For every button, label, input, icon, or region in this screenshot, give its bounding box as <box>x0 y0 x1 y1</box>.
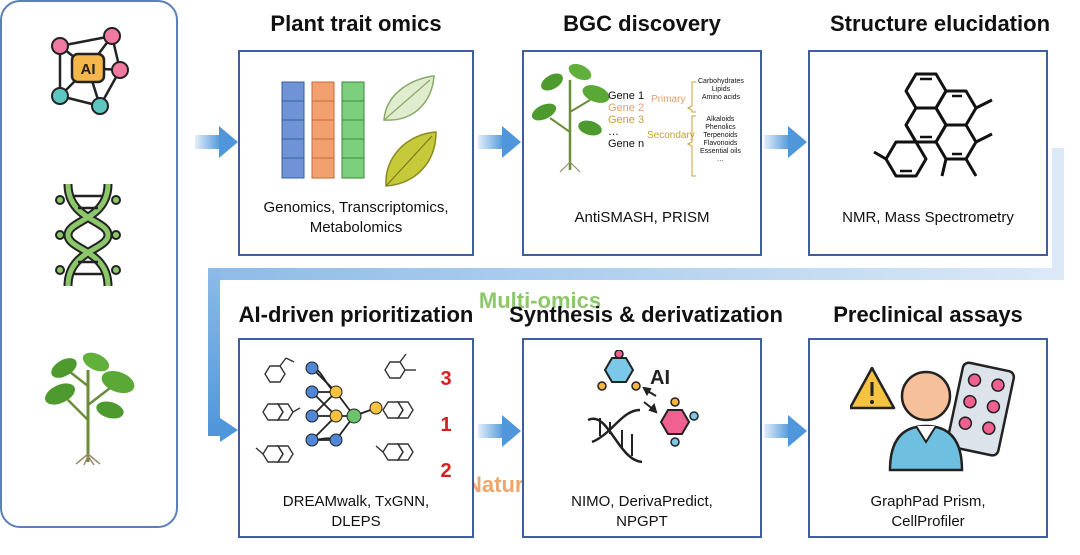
secondary-item: … <box>716 156 724 163</box>
stage-title-bgc: BGC discovery <box>563 11 721 36</box>
arrow-left-to-omics <box>195 126 238 158</box>
synthesis-caption-line-2: NPGPT <box>616 513 668 530</box>
primary-item: Amino acids <box>701 94 741 101</box>
secondary-item: Essential oils <box>700 148 741 155</box>
stage-title-structure: Structure elucidation <box>829 11 1051 36</box>
omics-caption-line-2: Metabolomics <box>309 219 403 236</box>
assays-caption: GraphPad Prism, CellProfiler <box>810 492 1046 532</box>
gene-item: Gene n <box>608 138 645 150</box>
arrow-bgc-to-structure <box>764 126 807 158</box>
rank-number: 1 <box>440 414 452 436</box>
stage-box-assays: GraphPad Prism, CellProfiler <box>808 338 1048 538</box>
synthesis-caption-line-1: NIMO, DerivaPredict, <box>571 493 713 510</box>
secondary-items: Alkaloids Phenolics Terpenoids Flavonoid… <box>700 116 741 164</box>
assays-caption-line-1: GraphPad Prism, <box>870 493 986 510</box>
stage-title-synthesis: Synthesis & derivatization <box>509 302 783 327</box>
stage-title-prioritization: AI-driven prioritization <box>238 302 474 327</box>
rank-number: 3 <box>440 368 452 390</box>
structure-caption-line-1: NMR, Mass Spectrometry <box>842 209 1014 226</box>
gene-item: Gene 3 <box>608 114 645 126</box>
dna-icon <box>55 183 121 287</box>
bgc-plant-icon <box>531 63 610 173</box>
primary-label: Primary <box>651 94 686 105</box>
prioritization-graph <box>255 353 416 463</box>
rank-numbers: 3 1 2 <box>436 356 456 494</box>
structure-caption: NMR, Mass Spectrometry <box>810 208 1046 228</box>
primary-items: Carbohydrates Lipids Amino acids <box>698 78 744 102</box>
gene-list: Gene 1 Gene 2 Gene 3 … Gene n <box>608 90 644 150</box>
prioritization-caption-line-2: DLEPS <box>331 513 381 530</box>
assays-caption-line-2: CellProfiler <box>891 513 965 530</box>
multiomics-label: Multi-omics <box>478 288 602 313</box>
gene-item: … <box>608 126 619 138</box>
arrow-omics-to-bgc <box>478 126 521 158</box>
left-panel: AI AI Multi-omics Na <box>0 0 614 528</box>
gene-item: Gene 1 <box>608 90 645 102</box>
natural-plant-icon <box>45 352 135 466</box>
stage-title-omics: Plant trait omics <box>270 11 442 36</box>
arrow-synthesis-to-assays <box>764 415 807 447</box>
stage-box-structure: NMR, Mass Spectrometry <box>808 50 1048 256</box>
bgc-caption: AntiSMASH, PRISM <box>524 208 760 228</box>
prioritization-caption: DREAMwalk, TxGNN, DLEPS <box>240 492 472 532</box>
omics-caption: Genomics, Transcriptomics, Metabolomics <box>240 198 472 238</box>
secondary-label: Secondary <box>647 130 695 141</box>
stage-title-assays: Preclinical assays <box>833 302 1023 327</box>
secondary-item: Phenolics <box>705 124 736 131</box>
secondary-item: Alkaloids <box>706 116 735 123</box>
ai-network-icon: AI <box>51 27 129 115</box>
synthesis-caption: NIMO, DerivaPredict, NPGPT <box>524 492 760 532</box>
molecule-structure-icon <box>873 72 993 178</box>
stage-box-prioritization: 3 1 2 DREAMwalk, TxGNN, DLEPS <box>238 338 474 538</box>
bgc-caption-line-1: AntiSMASH, PRISM <box>574 209 710 226</box>
secondary-item: Flavonoids <box>703 140 738 147</box>
synthesis-ai-text: AI <box>650 367 670 389</box>
stage-box-omics: Genomics, Transcriptomics, Metabolomics <box>238 50 474 256</box>
omics-matrix-icon <box>281 75 437 187</box>
category-braces <box>686 81 696 177</box>
prioritization-caption-line-1: DREAMwalk, TxGNN, <box>282 493 430 510</box>
ai-chip-text: AI <box>81 61 96 78</box>
preclinical-icon <box>850 361 1016 472</box>
primary-item: Lipids <box>711 86 731 93</box>
arrow-structure-to-prioritization <box>208 148 1064 442</box>
arrow-prioritization-to-synthesis <box>478 415 521 447</box>
omics-caption-line-1: Genomics, Transcriptomics, <box>263 199 449 216</box>
rank-number: 2 <box>440 460 452 482</box>
synthesis-icon: AI <box>587 350 699 464</box>
stage-box-bgc: Gene 1 Gene 2 Gene 3 … Gene n Primary Se… <box>522 50 762 256</box>
stage-box-synthesis: AI NIMO, DerivaPredict, NPGPT <box>522 338 762 538</box>
secondary-item: Terpenoids <box>703 132 738 139</box>
gene-item: Gene 2 <box>608 102 645 114</box>
primary-item: Carbohydrates <box>698 78 744 85</box>
